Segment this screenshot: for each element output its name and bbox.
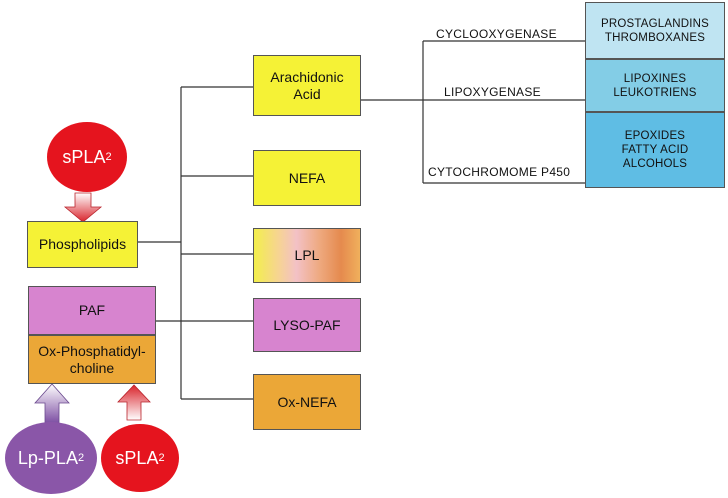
epoxides-label: EPOXIDES FATTY ACID ALCOHOLS [621,130,689,170]
cytochrome-label: CYTOCHROMOME P450 [428,165,571,179]
spla2-top-subscript: 2 [105,151,112,163]
lyso-paf-label: LYSO-PAF [273,316,341,333]
lyso-paf-box: LYSO-PAF [253,298,361,352]
prostaglandins-label: PROSTAGLANDINS THROMBOXANES [600,17,710,44]
phospholipids-label: Phospholipids [38,236,127,252]
cyclooxygenase-label: CYCLOOXYGENASE [436,27,557,41]
spla2-bottom-label: sPLA [115,447,159,468]
nefa-label: NEFA [288,169,326,186]
epoxides-box: EPOXIDES FATTY ACID ALCOHOLS [585,112,725,188]
paf-label: PAF [78,302,106,318]
lipoxines-box: LIPOXINES LEUKOTRIENS [585,59,725,112]
ox-nefa-label: Ox-NEFA [277,393,337,410]
arrow-down-icon [63,192,103,223]
lp-pla2-label: Lp-PLA [17,447,78,468]
spla2-top-label: sPLA [62,146,106,167]
arachidonic-acid-box: Arachidonic Acid [253,55,361,116]
paf-box: PAF [28,286,156,335]
spla2-bottom-subscript: 2 [158,452,165,464]
ox-nefa-box: Ox-NEFA [253,374,361,430]
lipoxines-label: LIPOXINES LEUKOTRIENS [613,72,697,99]
ox-phosphatidylcholine-label: Ox-Phosphatidyl- choline [38,342,146,376]
nefa-box: NEFA [253,150,361,206]
arrow-up-icon [34,383,70,424]
prostaglandins-box: PROSTAGLANDINS THROMBOXANES [585,2,725,59]
arachidonic-acid-label: Arachidonic Acid [270,68,344,102]
lpl-label: LPL [294,247,320,263]
lp-pla2-subscript: 2 [77,452,85,464]
lpl-box: LPL [253,228,361,283]
phospholipids-box: Phospholipids [27,221,138,268]
lipoxygenase-label: LIPOXYGENASE [444,85,541,99]
arrow-up-icon [117,384,151,421]
ox-phosphatidylcholine-box: Ox-Phosphatidyl- choline [28,335,156,384]
